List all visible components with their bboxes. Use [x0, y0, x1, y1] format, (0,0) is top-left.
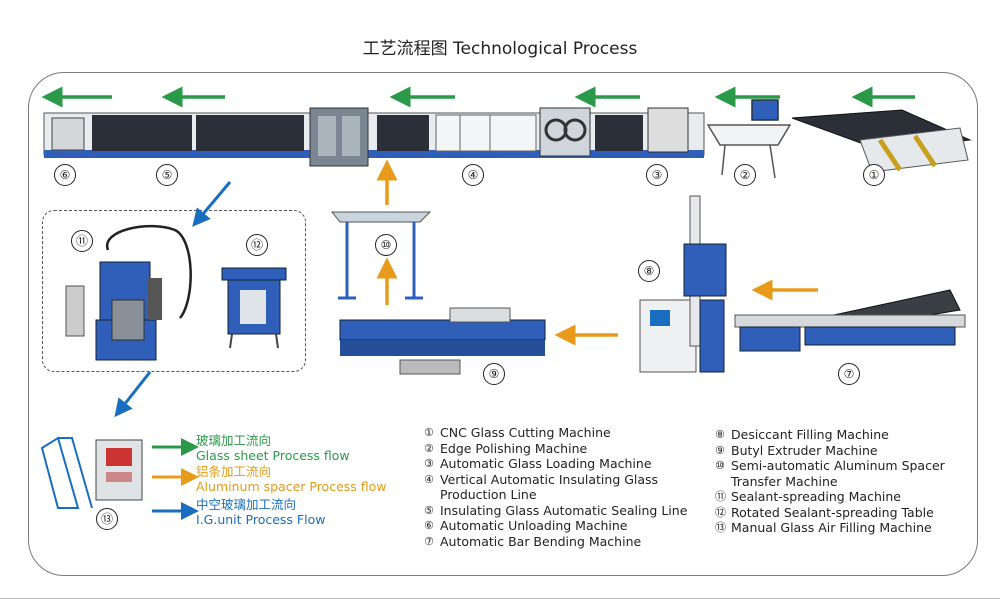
legend-ig-cn: 中空玻璃加工流向 [196, 497, 297, 512]
step-badge-9: ⑨ [483, 363, 505, 385]
step-badge-13: ⑬ [96, 508, 118, 530]
production-line [43, 107, 705, 167]
desiccant-filling-machine [639, 195, 727, 373]
butyl-extruder-machine [339, 307, 546, 375]
sealing-station-group [42, 210, 306, 372]
legend-spacer-en: Aluminum spacer Process flow [196, 479, 387, 494]
step-badge-10: ⑩ [375, 234, 397, 256]
rotated-sealant-table [221, 267, 287, 349]
legend-spacer-cn: 铝条加工流向 [196, 464, 272, 479]
spacer-transfer-machine [330, 211, 432, 300]
step-badge-12: ⑫ [246, 234, 268, 256]
legend-glass-en: Glass sheet Process flow [196, 448, 350, 463]
step-badge-2: ② [734, 164, 756, 186]
step-badge-3: ③ [646, 164, 668, 186]
step-badge-1: ① [863, 164, 885, 186]
cnc-cutting-machine [791, 109, 972, 173]
legend-spacer-flow: 铝条加工流向 Aluminum spacer Process flow [196, 464, 387, 494]
list-item-cont: Production Line [440, 487, 537, 502]
step-badge-11: ⑪ [71, 230, 93, 252]
list-item-cont: Transfer Machine [731, 473, 838, 489]
legend-ig-en: I.G.unit Process Flow [196, 512, 326, 527]
sealant-spreading-machine [65, 224, 192, 361]
ig-flow-arrow-out [114, 371, 152, 418]
process-frame [28, 72, 978, 576]
ig-flow-arrow-down [192, 181, 232, 227]
step-badge-4: ④ [462, 164, 484, 186]
step-badge-6: ⑥ [54, 164, 76, 186]
bar-bending-machine [734, 289, 966, 352]
legend-ig-flow: 中空玻璃加工流向 I.G.unit Process Flow [196, 497, 325, 527]
step-badge-8: ⑧ [638, 260, 660, 282]
air-filling-machine [40, 436, 143, 509]
legend-glass-flow: 玻璃加工流向 Glass sheet Process flow [196, 433, 350, 463]
legend-glass-cn: 玻璃加工流向 [196, 433, 272, 448]
bottom-divider [0, 598, 1000, 599]
edge-polishing-machine [706, 99, 792, 179]
step-badge-7: ⑦ [838, 363, 860, 385]
step-badge-5: ⑤ [156, 164, 178, 186]
page-title: 工艺流程图 Technological Process [362, 39, 638, 59]
